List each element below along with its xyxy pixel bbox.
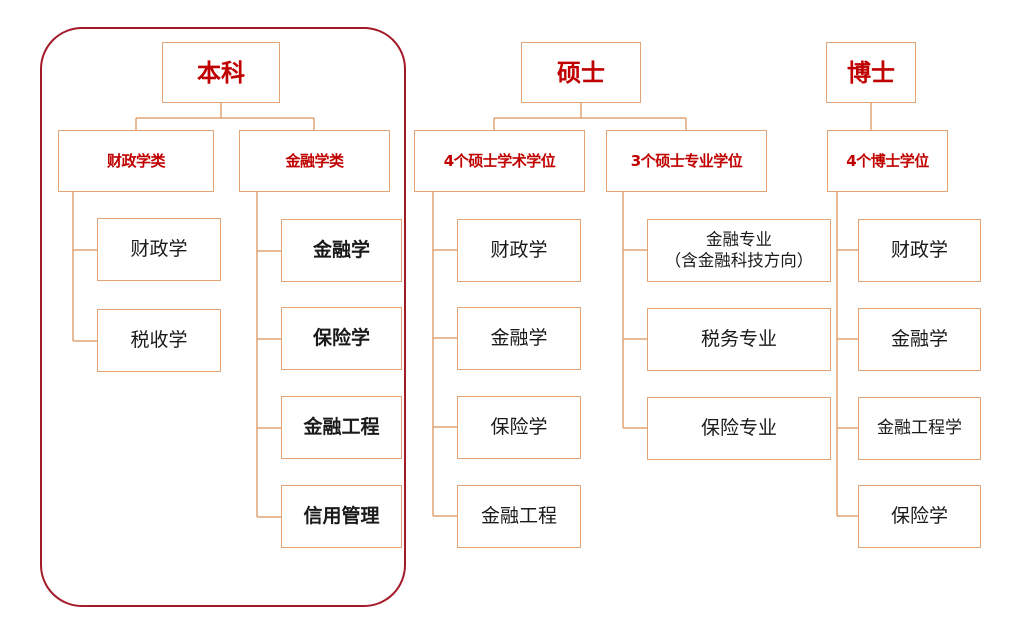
category-box: 3个硕士专业学位	[606, 130, 767, 192]
undergraduate-title: 本科	[197, 58, 245, 87]
degree-box: 金融学	[858, 308, 981, 371]
degree-label: 金融工程学	[877, 417, 962, 438]
degree-label: 金融学	[490, 326, 548, 349]
degree-box: 保险学	[457, 396, 581, 459]
degree-box: 金融工程学	[858, 397, 981, 460]
major-label: 财政学	[130, 237, 188, 260]
major-label: 保险学	[312, 326, 370, 349]
degree-label: 税务专业	[700, 327, 777, 350]
degree-box: 税务专业	[647, 308, 831, 371]
category-title: 金融学类	[285, 151, 344, 170]
category-box: 财政学类	[58, 130, 214, 192]
degree-sublabel: （含金融科技方向）	[664, 250, 814, 270]
category-box: 金融学类	[239, 130, 390, 192]
degree-label: 财政学	[490, 238, 548, 261]
major-label: 税收学	[130, 328, 188, 351]
degree-box: 金融专业 （含金融科技方向）	[647, 219, 831, 282]
major-box: 金融学	[281, 219, 402, 282]
category-title: 3个硕士专业学位	[630, 151, 743, 170]
major-box: 财政学	[97, 218, 221, 281]
undergraduate-highlight-frame	[40, 27, 406, 607]
major-label: 金融工程	[303, 415, 380, 438]
degree-label: 金融学	[890, 327, 948, 350]
master-title: 硕士	[557, 58, 605, 87]
degree-box: 金融工程	[457, 485, 581, 548]
major-box: 保险学	[281, 307, 402, 370]
degree-label: 金融工程	[480, 504, 557, 527]
undergraduate-header: 本科	[162, 42, 280, 103]
category-title: 财政学类	[106, 151, 166, 170]
doctor-header: 博士	[826, 42, 916, 103]
degree-box: 保险专业	[647, 397, 831, 460]
category-title: 4个博士学位	[846, 151, 929, 170]
doctor-title: 博士	[847, 58, 895, 87]
degree-box: 财政学	[457, 219, 581, 282]
category-box: 4个博士学位	[827, 130, 948, 192]
master-header: 硕士	[521, 42, 641, 103]
major-box: 金融工程	[281, 396, 402, 459]
major-box: 信用管理	[281, 485, 402, 548]
major-box: 税收学	[97, 309, 221, 372]
degree-label: 保险学	[490, 415, 548, 438]
major-label: 信用管理	[303, 504, 380, 527]
major-label: 金融学	[312, 238, 370, 261]
degree-box: 保险学	[858, 485, 981, 548]
degree-label: 保险专业	[700, 416, 777, 439]
category-title: 4个硕士学术学位	[443, 151, 556, 170]
degree-label: 金融专业	[706, 229, 772, 249]
degree-label: 保险学	[890, 504, 948, 527]
degree-box: 金融学	[457, 307, 581, 370]
category-box: 4个硕士学术学位	[414, 130, 585, 192]
degree-box: 财政学	[858, 219, 981, 282]
degree-label: 财政学	[890, 238, 948, 261]
